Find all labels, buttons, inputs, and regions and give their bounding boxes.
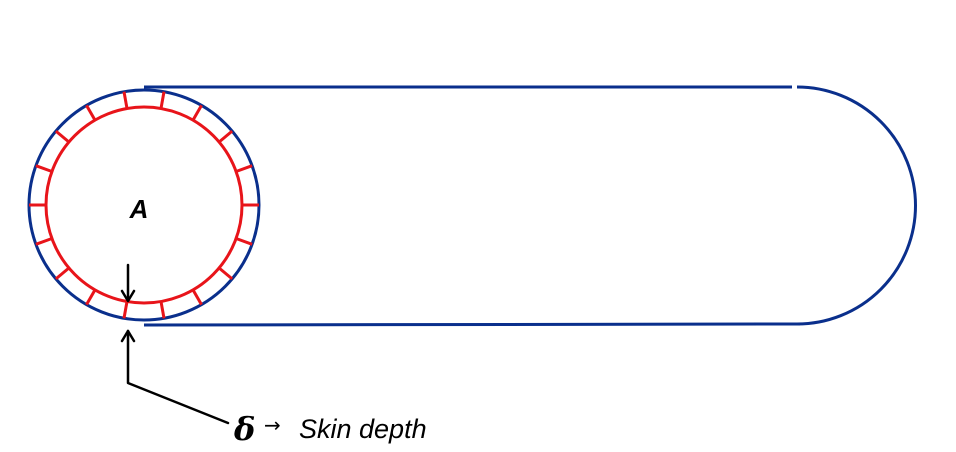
- skin-layer-tick: [191, 289, 203, 306]
- skin-depth-arrows: [120, 263, 230, 425]
- skin-layer-tick: [218, 129, 234, 144]
- skin-layer-tick: [85, 104, 97, 121]
- down-arrow-head: [120, 289, 136, 303]
- up-arrow-leader: [126, 329, 230, 425]
- skin-layer-tick: [218, 266, 234, 281]
- skin-depth-label: Skin depth: [299, 414, 427, 444]
- conductor-bottom-edge: [143, 322, 801, 327]
- skin-layer-tick: [85, 289, 97, 306]
- skin-layer-tick: [35, 237, 53, 246]
- skin-layer-tick: [235, 237, 253, 246]
- skin-layer-tick: [122, 91, 129, 109]
- skin-layer-tick: [35, 164, 53, 173]
- skin-layer-tick: [159, 91, 166, 109]
- skin-layer-tick: [159, 301, 166, 319]
- skin-layer-tick: [235, 164, 253, 173]
- skin-layer-tick: [191, 104, 203, 121]
- skin-layer: [29, 91, 259, 319]
- skin-layer-tick: [54, 129, 70, 144]
- skin-layer-tick: [122, 301, 129, 319]
- conductor-end-cap: [796, 85, 917, 326]
- skin-layer-ticks: [29, 91, 259, 319]
- area-label: A: [129, 194, 149, 224]
- delta-symbol: δ: [233, 410, 255, 448]
- conductor-outline: [27, 85, 917, 327]
- up-arrow-head: [120, 329, 136, 343]
- skin-layer-tick: [54, 266, 70, 281]
- delta-arrow: →: [264, 413, 281, 437]
